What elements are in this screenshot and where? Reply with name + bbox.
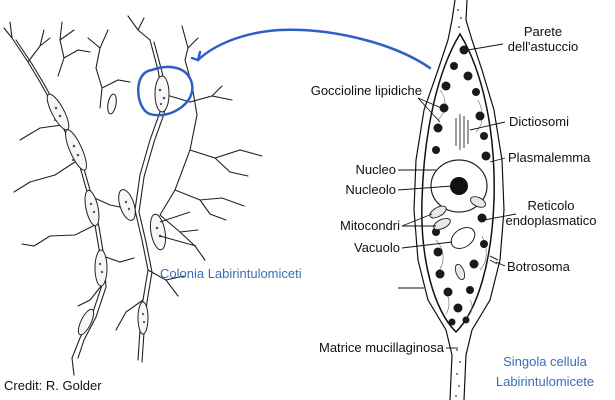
label-mitocondri: Mitocondri <box>340 218 400 233</box>
colony-pointer-lines <box>159 211 197 247</box>
label-dictiosomi: Dictiosomi <box>509 114 569 129</box>
leader-lines <box>397 43 517 349</box>
lipid-droplets <box>432 45 491 326</box>
caption-colony: Colonia Labirintulomiceti <box>160 266 302 281</box>
vacuole <box>450 227 476 249</box>
mucilage-dots <box>455 9 462 397</box>
label-plasmalemma: Plasmalemma <box>508 150 591 165</box>
label-parete: Parete dell'astuccio <box>507 24 579 54</box>
colony-cell-granules <box>53 88 166 324</box>
cell-membrane <box>413 0 505 400</box>
label-matrice: Matrice mucillaginosa <box>319 340 444 355</box>
label-nucleo: Nucleo <box>355 162 396 177</box>
dictyosome <box>455 114 469 150</box>
bothrosome <box>489 255 499 265</box>
highlight-arrow <box>137 28 432 117</box>
label-reticolo: Reticolo endoplasmatico <box>505 198 597 228</box>
colony-network <box>3 15 263 376</box>
caption-single-cell: Singola cellula Labirintulomicete <box>495 354 595 389</box>
label-goccioline: Goccioline lipidiche <box>310 83 422 98</box>
label-botrosoma: Botrosoma <box>507 259 570 274</box>
mitochondria <box>429 196 486 281</box>
label-vacuolo: Vacuolo <box>353 240 400 255</box>
label-nucleolo: Nucleolo <box>345 182 396 197</box>
colony-cells <box>46 75 170 336</box>
credit-text: Credit: R. Golder <box>4 378 102 393</box>
